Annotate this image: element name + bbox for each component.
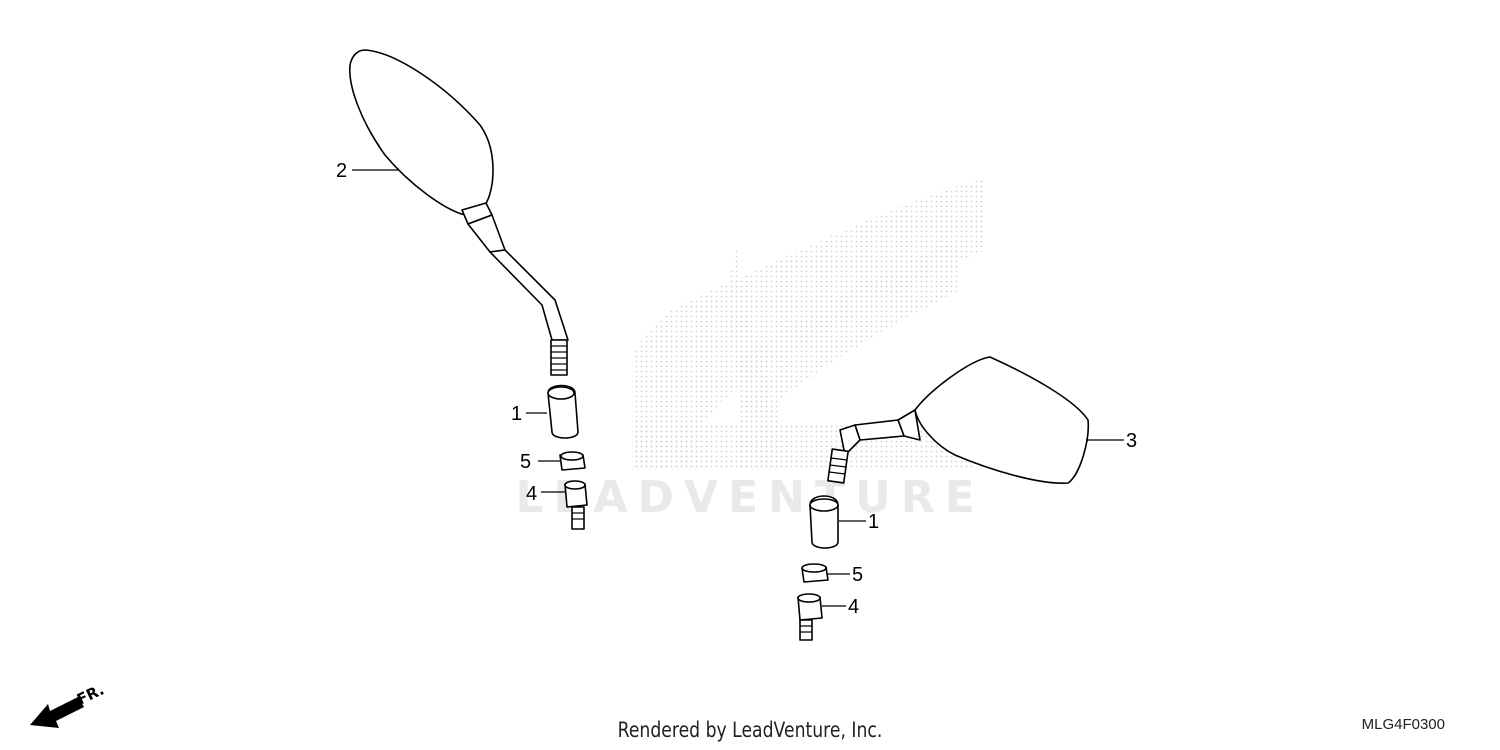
callout-right-nut: 5 — [852, 564, 863, 586]
left-nut — [559, 451, 586, 471]
left-mirror-adapter — [547, 384, 579, 439]
left-mirror-assembly: 2 1 5 4 — [336, 49, 588, 530]
callout-left-bolt: 4 — [526, 483, 537, 505]
front-arrow-icon — [30, 697, 84, 728]
right-mirror — [827, 356, 1090, 484]
right-nut — [801, 563, 829, 583]
callout-left-nut: 5 — [520, 451, 531, 473]
left-mirror — [349, 49, 569, 376]
right-mirror-assembly: 3 1 5 4 — [797, 356, 1137, 641]
diagram-code: MLG4F0300 — [1361, 716, 1445, 733]
left-bolt — [564, 480, 588, 530]
callout-right-adapter: 1 — [868, 511, 879, 533]
callout-right-mirror: 3 — [1126, 430, 1137, 452]
brand-watermark-text: LEADVENTURE — [515, 472, 984, 523]
right-mirror-adapter — [809, 495, 839, 549]
rendered-by-credit: Rendered by LeadVenture, Inc. — [617, 718, 883, 742]
callout-right-bolt: 4 — [848, 596, 859, 618]
callout-left-mirror: 2 — [336, 160, 347, 182]
right-bolt — [797, 593, 823, 641]
callout-left-adapter: 1 — [511, 403, 522, 425]
front-direction-label: FR. — [74, 681, 107, 709]
front-direction-indicator: FR. — [30, 681, 107, 728]
